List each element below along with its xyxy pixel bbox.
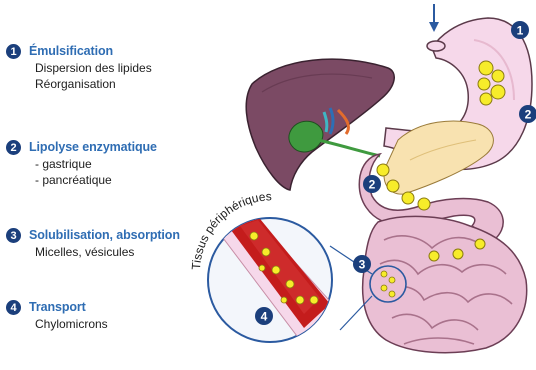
- step-3-line-1: Micelles, vésicules: [35, 245, 134, 259]
- step-1-line-2: Réorganisation: [35, 77, 116, 91]
- svg-text:1: 1: [517, 24, 524, 38]
- liver: [246, 59, 394, 190]
- step-4-line-1: Chylomicrons: [35, 317, 108, 331]
- svg-text:3: 3: [359, 258, 366, 272]
- entry-arrow: [429, 4, 439, 32]
- step-3-title: Solubilisation, absorption: [29, 228, 180, 242]
- step-1-title: Émulsification: [29, 44, 113, 58]
- step-2-line-2: - pancréatique: [35, 173, 112, 187]
- legend: 1 Émulsification Dispersion des lipides …: [6, 0, 206, 365]
- svg-text:2: 2: [525, 108, 532, 122]
- step-2-line-1: - gastrique: [35, 157, 92, 171]
- esophagus-opening: [427, 41, 445, 51]
- anatomy-svg: Tissus périphériques 1 2 2 3 4: [190, 0, 536, 365]
- diagram-badge-3: 3: [353, 255, 371, 273]
- digestive-illustration: Tissus périphériques 1 2 2 3 4: [190, 0, 536, 365]
- step-2-title: Lipolyse enzymatique: [29, 140, 157, 154]
- svg-text:2: 2: [369, 178, 376, 192]
- step-1-line-1: Dispersion des lipides: [35, 61, 152, 75]
- diagram-badge-4: 4: [255, 307, 273, 325]
- step-1-badge: 1: [6, 44, 21, 59]
- bile-duct: [318, 140, 380, 156]
- absorption-zoom-circle: [370, 266, 406, 302]
- step-4-title: Transport: [29, 300, 86, 314]
- step-4-badge: 4: [6, 300, 21, 315]
- step-3-badge: 3: [6, 228, 21, 243]
- svg-text:4: 4: [261, 310, 268, 324]
- step-2-badge: 2: [6, 140, 21, 155]
- diagram-badge-2b: 2: [363, 175, 381, 193]
- diagram-badge-1: 1: [511, 21, 529, 39]
